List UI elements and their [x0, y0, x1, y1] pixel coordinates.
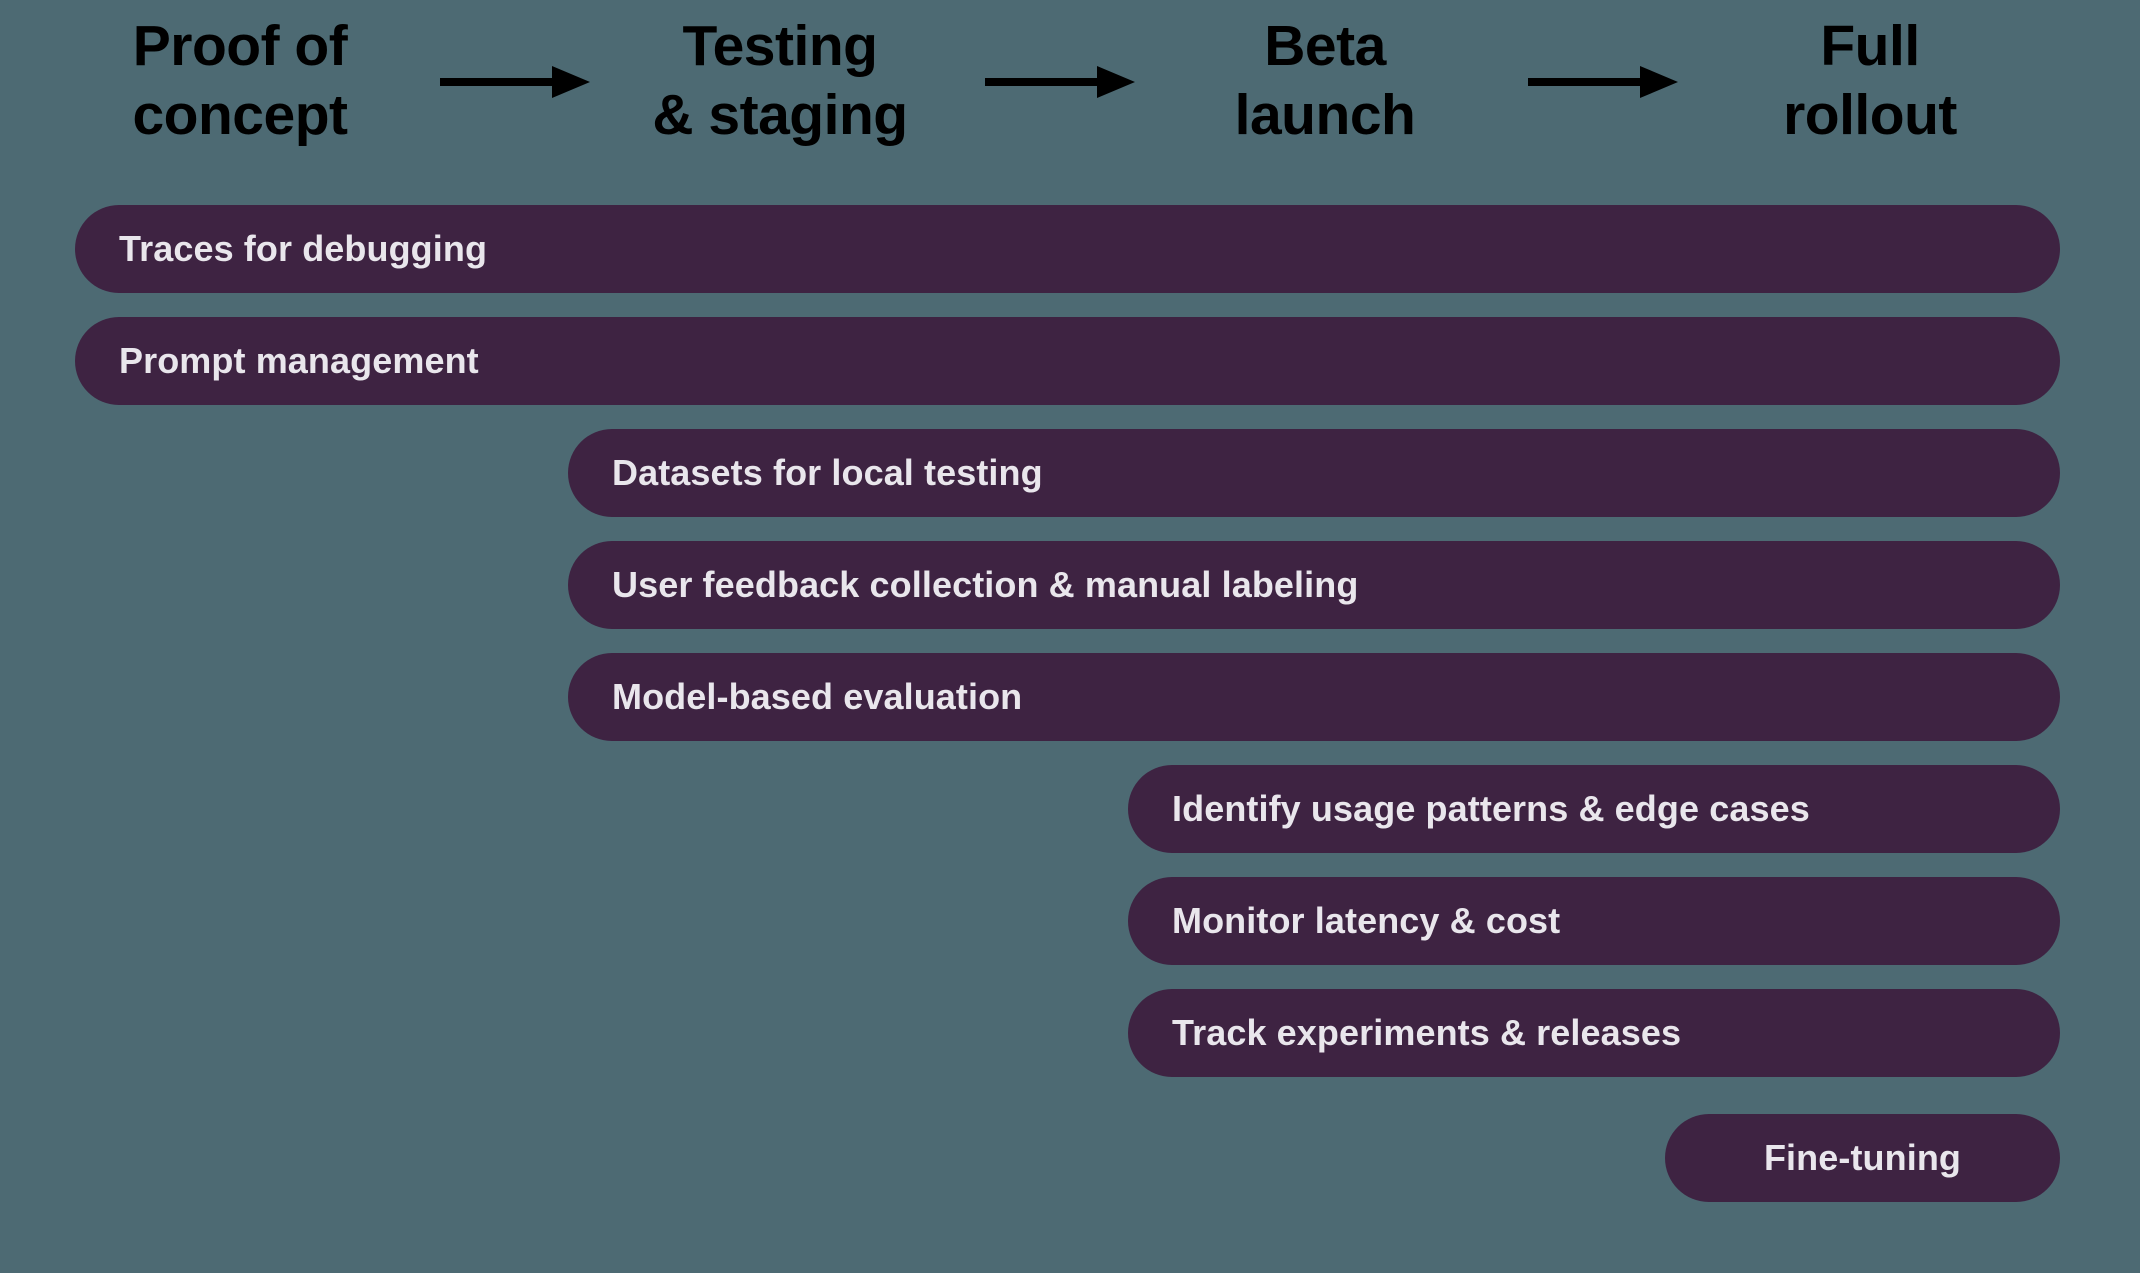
- arrow-right-icon-3: [1528, 60, 1678, 104]
- capability-bar-model-based-evaluation[interactable]: Model-based evaluation: [568, 653, 2060, 741]
- capability-label: Datasets for local testing: [612, 452, 1043, 493]
- capability-label: Model-based evaluation: [612, 676, 1023, 717]
- capability-label: User feedback collection & manual labeli…: [612, 564, 1359, 605]
- arrow-right-icon-1: [440, 60, 590, 104]
- phase-label-testing-and-staging: Testing & staging: [652, 14, 908, 147]
- capability-label: Fine-tuning: [1763, 1137, 1962, 1178]
- capability-label: Monitor latency & cost: [1172, 900, 1561, 941]
- arrow-right-icon-2: [985, 60, 1135, 104]
- capability-bar-traces-for-debugging[interactable]: Traces for debugging: [75, 205, 2060, 293]
- capability-bar-monitor-latency-and-cost[interactable]: Monitor latency & cost: [1128, 877, 2060, 965]
- phase-label-full-rollout: Full rollout: [1783, 14, 1957, 147]
- capability-label: Track experiments & releases: [1172, 1012, 1682, 1053]
- capability-bar-identify-usage-patterns[interactable]: Identify usage patterns & edge cases: [1128, 765, 2060, 853]
- phase-header-row: Proof of concept Testing & staging Beta …: [0, 0, 2140, 170]
- capability-bar-prompt-management[interactable]: Prompt management: [75, 317, 2060, 405]
- phase-label-proof-of-concept: Proof of concept: [132, 14, 348, 147]
- capability-bar-track-experiments-and-releases[interactable]: Track experiments & releases: [1128, 989, 2060, 1077]
- capability-bar-fine-tuning[interactable]: Fine-tuning: [1665, 1114, 2060, 1202]
- capability-label: Identify usage patterns & edge cases: [1172, 788, 1810, 829]
- phase-label-beta-launch: Beta launch: [1234, 14, 1416, 147]
- capability-bar-datasets-for-local-testing[interactable]: Datasets for local testing: [568, 429, 2060, 517]
- capability-bar-user-feedback-collection[interactable]: User feedback collection & manual labeli…: [568, 541, 2060, 629]
- capability-label: Traces for debugging: [119, 228, 488, 269]
- capability-label: Prompt management: [119, 340, 479, 381]
